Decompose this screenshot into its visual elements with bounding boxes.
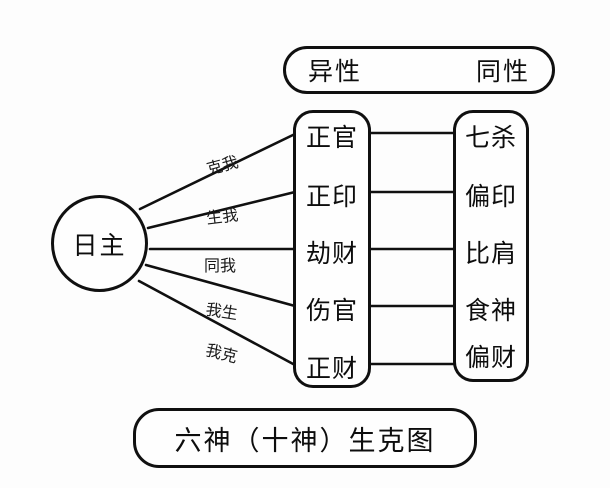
relation-label-wo-sheng: 我生	[204, 299, 240, 324]
caption-box: 六神（十神）生克图	[133, 408, 477, 468]
same-gender-column: 七杀 偏印 比肩 食神 偏财	[453, 110, 529, 382]
column-item-pian-cai: 偏财	[464, 343, 517, 372]
fan-line-wo-sheng	[144, 263, 297, 308]
header-different-gender: 异性	[308, 57, 363, 86]
day-master-label: 日主	[72, 230, 127, 260]
gender-header-box: 异性 同性	[283, 46, 555, 94]
fan-line-ke-wo	[138, 132, 297, 211]
relation-label-sheng-wo: 生我	[205, 205, 240, 228]
fan-line-sheng-wo	[146, 190, 297, 230]
day-master-node: 日主	[51, 195, 148, 292]
column-item-shi-shen: 食神	[464, 296, 517, 325]
column-item-qi-sha: 七杀	[464, 123, 517, 152]
column-item-zheng-yin: 正印	[305, 182, 358, 211]
column-item-bi-jian: 比肩	[464, 239, 517, 268]
caption-text: 六神（十神）生克图	[174, 425, 436, 457]
fan-line-wo-ke	[137, 279, 297, 367]
relation-label-tong-wo: 同我	[203, 256, 237, 275]
header-same-gender: 同性	[475, 57, 530, 86]
column-item-jie-cai: 劫财	[305, 239, 358, 268]
column-item-pian-yin: 偏印	[464, 182, 517, 211]
column-item-shang-guan: 伤官	[305, 296, 358, 325]
different-gender-column: 正官 正印 劫财 伤官 正财	[293, 110, 371, 388]
column-item-zheng-guan: 正官	[305, 123, 358, 152]
column-item-zheng-cai: 正财	[305, 354, 358, 383]
